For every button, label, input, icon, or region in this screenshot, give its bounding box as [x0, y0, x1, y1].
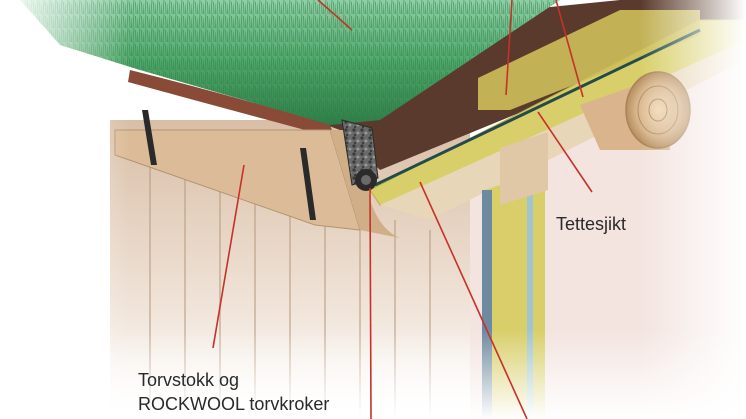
gravel-drain [341, 119, 379, 186]
grass-layer [20, 0, 560, 125]
label-tettesjikt: Tettesjikt [556, 214, 627, 234]
turf-edge [128, 70, 335, 138]
label-torvstokk-line2: ROCKWOOL torvkroker [138, 394, 330, 414]
pointer-drain [369, 187, 372, 419]
pointer-tettesjikt [537, 111, 593, 193]
label-torvstokk-line1: Torvstokk og [138, 370, 240, 390]
pointer-torvstokk [212, 164, 245, 349]
pointer-grass [317, 0, 353, 31]
pointer-upper-board [555, 0, 584, 98]
drain-pipe [355, 169, 377, 191]
pointer-lines [212, 0, 593, 419]
pointer-roof-board [419, 181, 528, 419]
pointer-insulation [505, 0, 513, 96]
label-torvstokk: Torvstokk og ROCKWOOL torvkroker [138, 368, 329, 416]
turf-hooks [142, 110, 316, 220]
